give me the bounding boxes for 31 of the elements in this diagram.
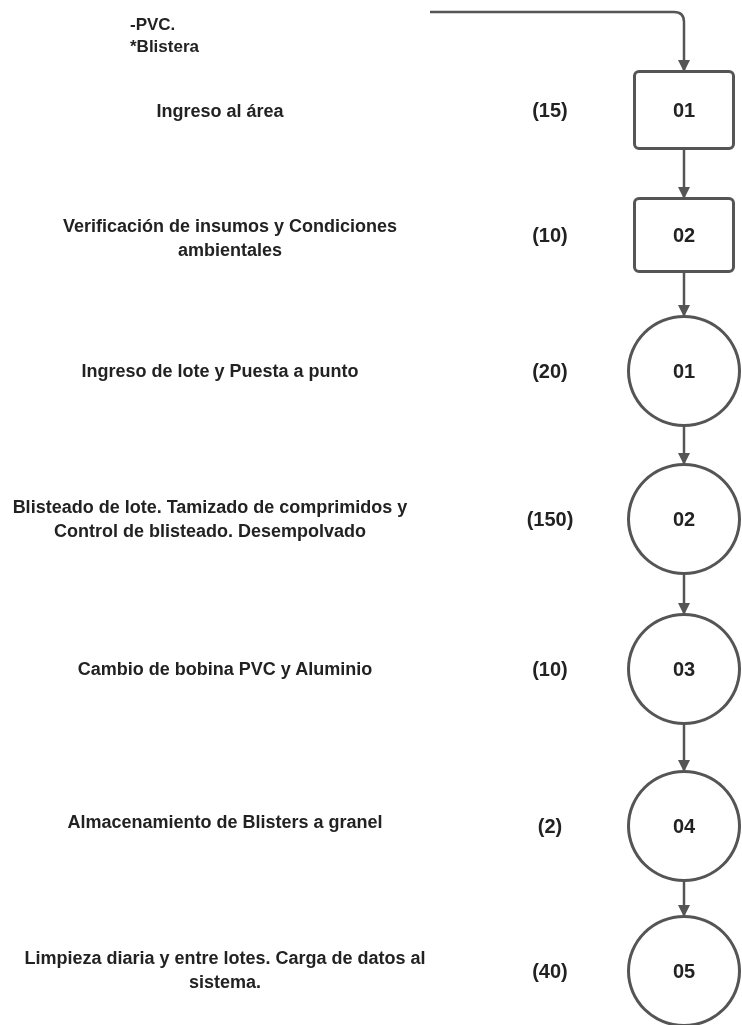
step-number: 03 bbox=[672, 657, 696, 681]
duration-text: (2) bbox=[536, 813, 564, 839]
duration-text: (40) bbox=[531, 958, 569, 984]
inspection-box bbox=[633, 197, 735, 273]
step-number: 02 bbox=[672, 223, 696, 247]
duration-text: (10) bbox=[531, 656, 569, 682]
step-number: 01 bbox=[672, 359, 696, 383]
arrow bbox=[678, 575, 690, 615]
arrow bbox=[678, 150, 690, 199]
step-description: Verificación de insumos y Condiciones ambientales bbox=[61, 214, 399, 262]
material-note: -PVC. *Blistera bbox=[130, 14, 200, 59]
step-description: Ingreso al área bbox=[155, 100, 285, 123]
arrow bbox=[678, 273, 690, 317]
duration-text: (20) bbox=[531, 358, 569, 384]
inspection-box bbox=[633, 70, 735, 150]
duration-text: (15) bbox=[531, 97, 569, 123]
step-description: Almacenamiento de Blisters a granel bbox=[66, 811, 384, 834]
step-number: 01 bbox=[672, 98, 696, 122]
step-description: Limpieza diaria y entre lotes. Carga de datos al sistema. bbox=[23, 946, 427, 994]
step-description: Cambio de bobina PVC y Aluminio bbox=[76, 658, 374, 681]
arrow bbox=[678, 427, 690, 465]
duration-text: (150) bbox=[525, 506, 575, 532]
arrow bbox=[430, 10, 690, 72]
step-description: Blisteado de lote. Tamizado de comprimidos y Control de blisteado. Desempolvado bbox=[11, 495, 409, 543]
step-number: 02 bbox=[672, 507, 696, 531]
arrow bbox=[678, 882, 690, 917]
step-number: 05 bbox=[672, 959, 696, 983]
arrow bbox=[678, 725, 690, 772]
duration-text: (10) bbox=[531, 222, 569, 248]
step-description: Ingreso de lote y Puesta a punto bbox=[80, 360, 360, 383]
step-number: 04 bbox=[672, 814, 696, 838]
